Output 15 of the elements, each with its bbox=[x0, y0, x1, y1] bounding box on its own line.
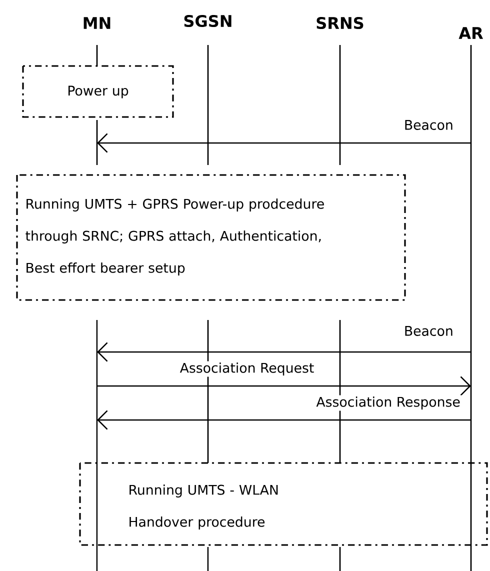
lifeline-label: SRNS bbox=[316, 16, 364, 30]
arrow bbox=[97, 376, 471, 396]
lifeline-label: MN bbox=[84, 17, 110, 29]
edge-label: Beacon bbox=[402, 324, 455, 338]
process-box: Running UMTS - WLAN Handover procedure bbox=[79, 462, 488, 546]
arrow bbox=[97, 342, 471, 362]
lifeline-label: SGSN bbox=[184, 14, 232, 28]
edge-label: Beacon bbox=[402, 118, 455, 132]
process-box: Running UMTS + GPRS Power-up prodcedure through SRNC; GPRS attach, Authentication, Best effort bearer setup bbox=[16, 174, 406, 301]
edge-label: Association Request bbox=[178, 361, 316, 377]
arrow bbox=[97, 133, 471, 153]
lifeline-label: AR bbox=[458, 27, 484, 39]
process-box: Power up bbox=[22, 65, 174, 118]
arrow bbox=[97, 410, 471, 430]
edge-label: Association Response bbox=[314, 395, 462, 411]
